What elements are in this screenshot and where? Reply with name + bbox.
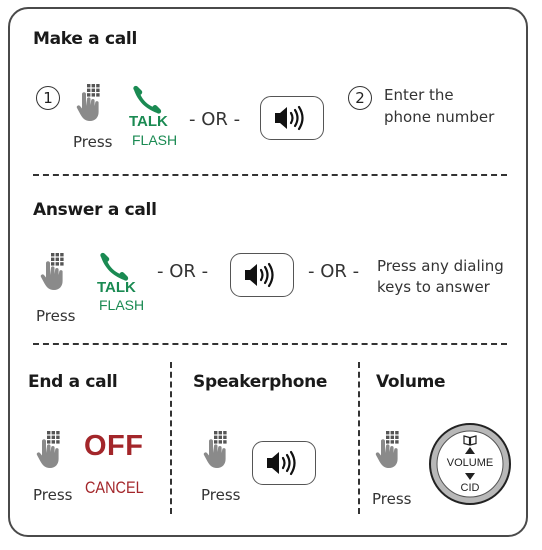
enter-number-line2: phone number bbox=[384, 108, 495, 126]
speaker-icon bbox=[274, 105, 304, 131]
speakerphone-title: Speakerphone bbox=[193, 372, 328, 392]
step-1-badge: 1 bbox=[36, 86, 60, 110]
make-call-or: - OR - bbox=[189, 109, 241, 130]
phone-handset-icon bbox=[133, 85, 162, 114]
divider-col-2 bbox=[358, 362, 360, 514]
volume-title: Volume bbox=[376, 372, 446, 392]
answer-or-1: - OR - bbox=[157, 261, 209, 282]
speaker-button[interactable] bbox=[260, 96, 324, 140]
make-call-title: Make a call bbox=[33, 29, 137, 49]
speaker-icon bbox=[266, 450, 296, 476]
answer-flash-label: FLASH bbox=[99, 297, 145, 313]
off-key-label: OFF bbox=[84, 430, 144, 462]
step-2-badge: 2 bbox=[348, 86, 372, 110]
cid-key-label: CID bbox=[460, 482, 480, 494]
hand-press-icon bbox=[76, 84, 100, 121]
volume-key-label: VOLUME bbox=[446, 457, 494, 469]
speakerphone-press-label: Press bbox=[201, 486, 241, 504]
speaker-button[interactable] bbox=[252, 441, 316, 485]
hand-press-icon bbox=[40, 253, 64, 290]
hand-press-icon bbox=[36, 431, 60, 468]
volume-navigation-key[interactable]: VOLUME CID bbox=[428, 422, 512, 506]
divider-1 bbox=[33, 174, 507, 176]
phonebook-icon bbox=[463, 435, 477, 446]
answer-talk-label: TALK bbox=[97, 279, 136, 296]
instruction-card bbox=[8, 7, 528, 537]
speaker-icon bbox=[244, 262, 274, 288]
arrow-down-icon bbox=[465, 473, 475, 480]
speaker-button[interactable] bbox=[230, 253, 294, 297]
dialing-keys-line2: keys to answer bbox=[377, 278, 490, 296]
answer-press-label: Press bbox=[36, 307, 76, 325]
end-call-press-label: Press bbox=[33, 486, 73, 504]
talk-key-label: TALK bbox=[129, 113, 168, 130]
volume-press-label: Press bbox=[372, 490, 412, 508]
flash-key-label: FLASH bbox=[132, 132, 178, 148]
arrow-up-icon bbox=[465, 447, 475, 454]
answer-or-2: - OR - bbox=[308, 261, 360, 282]
hand-press-icon bbox=[375, 431, 399, 468]
end-call-title: End a call bbox=[28, 372, 118, 392]
hand-press-icon bbox=[203, 431, 227, 468]
make-call-press-label: Press bbox=[73, 133, 113, 151]
answer-call-title: Answer a call bbox=[33, 200, 157, 220]
dialing-keys-line1: Press any dialing bbox=[377, 257, 504, 275]
navigation-ring bbox=[429, 423, 511, 505]
cancel-key-label: CANCEL bbox=[85, 478, 144, 497]
divider-2 bbox=[33, 343, 507, 345]
divider-col-1 bbox=[170, 362, 172, 514]
enter-number-line1: Enter the bbox=[384, 86, 454, 104]
